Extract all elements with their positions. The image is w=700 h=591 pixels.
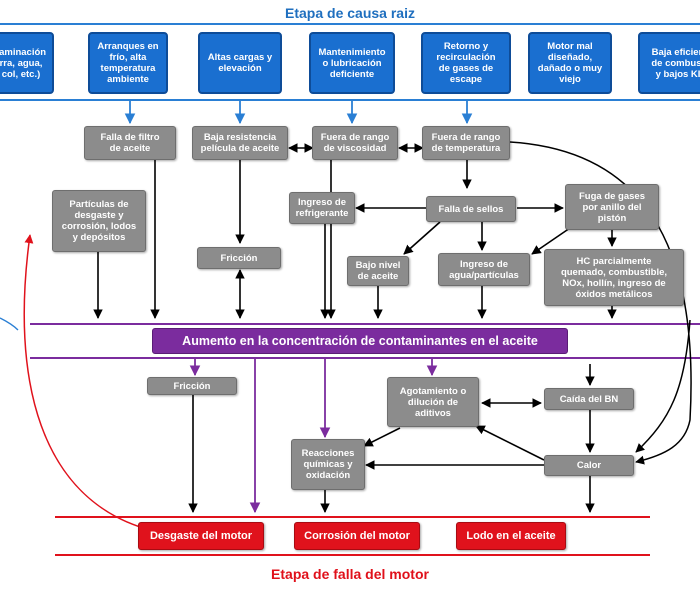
root-cause-stage-title: Etapa de causa raiz — [285, 5, 415, 21]
partially-burned-hc-box: HC parcialmente quemado, combustible, NO… — [544, 249, 684, 306]
viscosity-out-of-range-box: Fuera de rango de viscosidad — [312, 126, 398, 160]
mechanism-arrows — [93, 160, 617, 513]
bn-drop-box: Caída del BN — [544, 388, 634, 410]
temperature-to-heat-curve — [509, 141, 692, 465]
engine-corrosion-box: Corrosión del motor — [294, 522, 420, 550]
central-arrows — [189, 358, 438, 514]
root-cause-egr: Retorno y recirculación de gases de esca… — [421, 32, 511, 94]
refrigerant-ingress-box: Ingreso de refrigerante — [289, 192, 355, 224]
contaminant-increase-box: Aumento en la concentración de contamina… — [152, 328, 568, 354]
seal-failure-box: Falla de sellos — [426, 196, 516, 222]
oil-filter-failure-box: Falla de filtro de aceite — [84, 126, 176, 160]
engine-wear-box: Desgaste del motor — [138, 522, 264, 550]
water-ingress-box: Ingreso de agua/partículas — [438, 253, 530, 286]
low-film-strength-box: Baja resistencia película de aceite — [192, 126, 288, 160]
hc-to-heat-curve — [635, 319, 691, 453]
friction-top-box: Fricción — [197, 247, 281, 269]
root-cause-contamination: taminación rra, agua, col, etc.) — [0, 32, 54, 94]
chemical-reactions-box: Reacciones químicas y oxidación — [291, 439, 365, 490]
root-cause-low-fuel-efficiency: Baja eficien de combust y bajos KI — [638, 32, 700, 94]
engine-failure-stage-title: Etapa de falla del motor — [271, 566, 429, 582]
low-oil-level-box: Bajo nivel de aceite — [347, 256, 409, 286]
heat-box: Calor — [544, 455, 634, 476]
root-cause-high-loads: Altas cargas y elevación — [198, 32, 282, 94]
oil-sludge-box: Lodo en el aceite — [456, 522, 566, 550]
wear-particles-box: Partículas de desgaste y corrosión, lodo… — [52, 190, 146, 252]
root-cause-cold-starts: Arranques en frío, alta temperatura ambi… — [88, 32, 168, 94]
root-cause-arrows — [124, 100, 473, 125]
blowby-box: Fuga de gases por anillo del pistón — [565, 184, 659, 230]
additive-depletion-box: Agotamiento o dilución de aditivos — [387, 377, 479, 427]
friction-bottom-box: Fricción — [147, 377, 237, 395]
bidirectional-arrows — [235, 143, 542, 408]
left-edge-curve — [0, 317, 19, 331]
temperature-out-of-range-box: Fuera de rango de temperatura — [422, 126, 510, 160]
wear-feedback-curve — [23, 234, 151, 531]
root-cause-bad-engine: Motor mal diseñado, dañado o muy viejo — [528, 32, 612, 94]
root-cause-maintenance: Mantenimiento o lubricación deficiente — [309, 32, 395, 94]
